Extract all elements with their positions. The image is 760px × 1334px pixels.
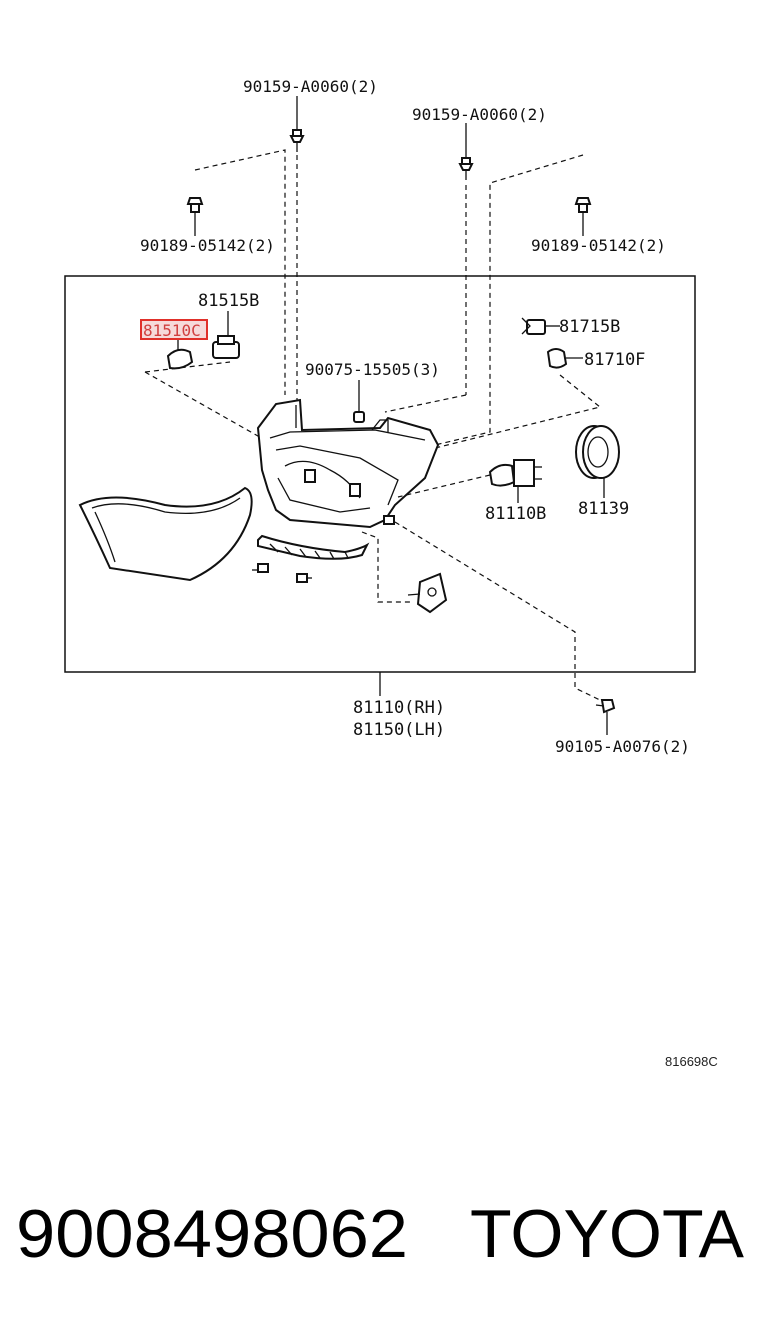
clip-icon xyxy=(574,197,592,236)
label-socket-right: 81715B xyxy=(559,317,620,337)
footer: 9008498062 TOYOTA xyxy=(16,1196,745,1272)
label-head-bulb: 81110B xyxy=(485,504,546,524)
socket-icon xyxy=(521,317,560,335)
grommet-icon xyxy=(353,380,365,423)
label-bottom-bolt: 90105-A0076(2) xyxy=(555,737,690,756)
brand-name: TOYOTA xyxy=(470,1196,745,1272)
label-assembly-rh: 81110(RH) xyxy=(353,698,445,718)
trim-strip-part xyxy=(257,534,370,560)
clip-icon xyxy=(296,573,312,583)
label-bolt-top-right: 90159-A0060(2) xyxy=(412,105,547,124)
bulb-icon xyxy=(166,340,194,370)
bolt-icon xyxy=(289,96,305,152)
label-bulb-right: 81710F xyxy=(584,350,645,370)
cap-icon xyxy=(575,425,620,498)
bulb-icon xyxy=(546,348,583,369)
bolt-icon xyxy=(458,123,474,180)
lens-part xyxy=(78,486,253,582)
diagram-code: 816698C xyxy=(665,1054,718,1069)
part-number: 9008498062 xyxy=(16,1196,408,1272)
label-socket: 81515B xyxy=(198,291,259,311)
bolt-icon xyxy=(595,699,616,735)
socket-icon xyxy=(212,311,240,359)
clip-icon xyxy=(252,563,269,573)
label-clip-left: 90189-05142(2) xyxy=(140,236,275,255)
housing-part xyxy=(256,398,440,529)
label-bulb-highlight[interactable]: 81510C xyxy=(143,321,201,340)
highlight-box xyxy=(140,319,208,340)
label-assembly-lh: 81150(LH) xyxy=(353,720,445,740)
label-clip-right: 90189-05142(2) xyxy=(531,236,666,255)
bulb-icon xyxy=(488,459,542,503)
adjuster-icon xyxy=(407,572,448,614)
label-bolt-top-left: 90159-A0060(2) xyxy=(243,77,378,96)
label-screw-grommet: 90075-15505(3) xyxy=(305,360,440,379)
label-cap: 81139 xyxy=(578,499,629,519)
clip-icon xyxy=(186,197,204,236)
